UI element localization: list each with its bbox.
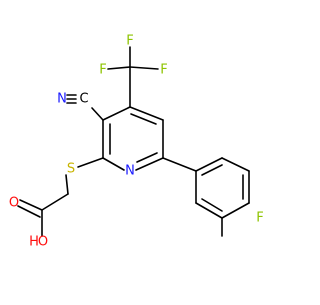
bond-ring-c5-c4-inner bbox=[130, 113, 157, 125]
bond-cf3-f-right bbox=[129, 66, 159, 70]
atom-label-fluorine: F bbox=[99, 63, 106, 78]
atom-label-sulfur: S bbox=[67, 162, 75, 177]
molecule-canvas: F F F C N S N O O H F bbox=[9, 34, 264, 250]
bonds bbox=[17, 46, 250, 237]
bond-ring-c4-c3 bbox=[102, 106, 131, 121]
bond-s-ch2 bbox=[65, 174, 69, 195]
bond-ch2-ccooh bbox=[41, 193, 69, 211]
atom-label-fluorine: F bbox=[126, 34, 133, 49]
bond-c-o-double-a bbox=[19, 199, 43, 211]
atom-label-aryl-fluorine: F bbox=[256, 211, 263, 226]
bond-aryl-5-6-inner bbox=[201, 198, 223, 212]
atom-labels: F F F C N S N O O H F bbox=[9, 34, 264, 250]
bond-aryl-4-5 bbox=[221, 202, 250, 219]
atom-label-nitrile-carbon: C bbox=[79, 92, 88, 107]
bond-ring-c5-c4-outer bbox=[129, 106, 164, 121]
bond-aryl-5-6 bbox=[195, 202, 223, 219]
bond-c6-aryl bbox=[162, 157, 197, 172]
atom-label-ring-nitrogen: N bbox=[125, 164, 135, 179]
bond-ring-n-c6-inner bbox=[136, 152, 158, 163]
bond-ring-n-c6 bbox=[135, 157, 164, 171]
bond-aryl-1-2 bbox=[195, 157, 223, 172]
bond-aryl-1-2-inner bbox=[201, 164, 223, 176]
bond-aryl-2-3 bbox=[221, 157, 250, 172]
bond-ring-c2-n bbox=[102, 157, 125, 171]
bond-ring-c2-s bbox=[77, 157, 104, 168]
bond-cf3-f-left bbox=[107, 66, 131, 70]
atom-label-hydroxyl-hydrogen: H bbox=[29, 235, 39, 250]
atom-label-hydroxyl-oxygen: O bbox=[38, 235, 48, 250]
atom-label-nitrile-nitrogen: N bbox=[57, 92, 67, 107]
atom-label-carbonyl-oxygen: O bbox=[9, 196, 19, 211]
atom-label-fluorine: F bbox=[160, 63, 167, 78]
bond-ring-c3-cnitrile bbox=[91, 107, 104, 121]
bond-c-o-double-b bbox=[17, 205, 41, 218]
molecule-structure-diagram: F F F C N S N O O H F bbox=[9, 34, 264, 250]
